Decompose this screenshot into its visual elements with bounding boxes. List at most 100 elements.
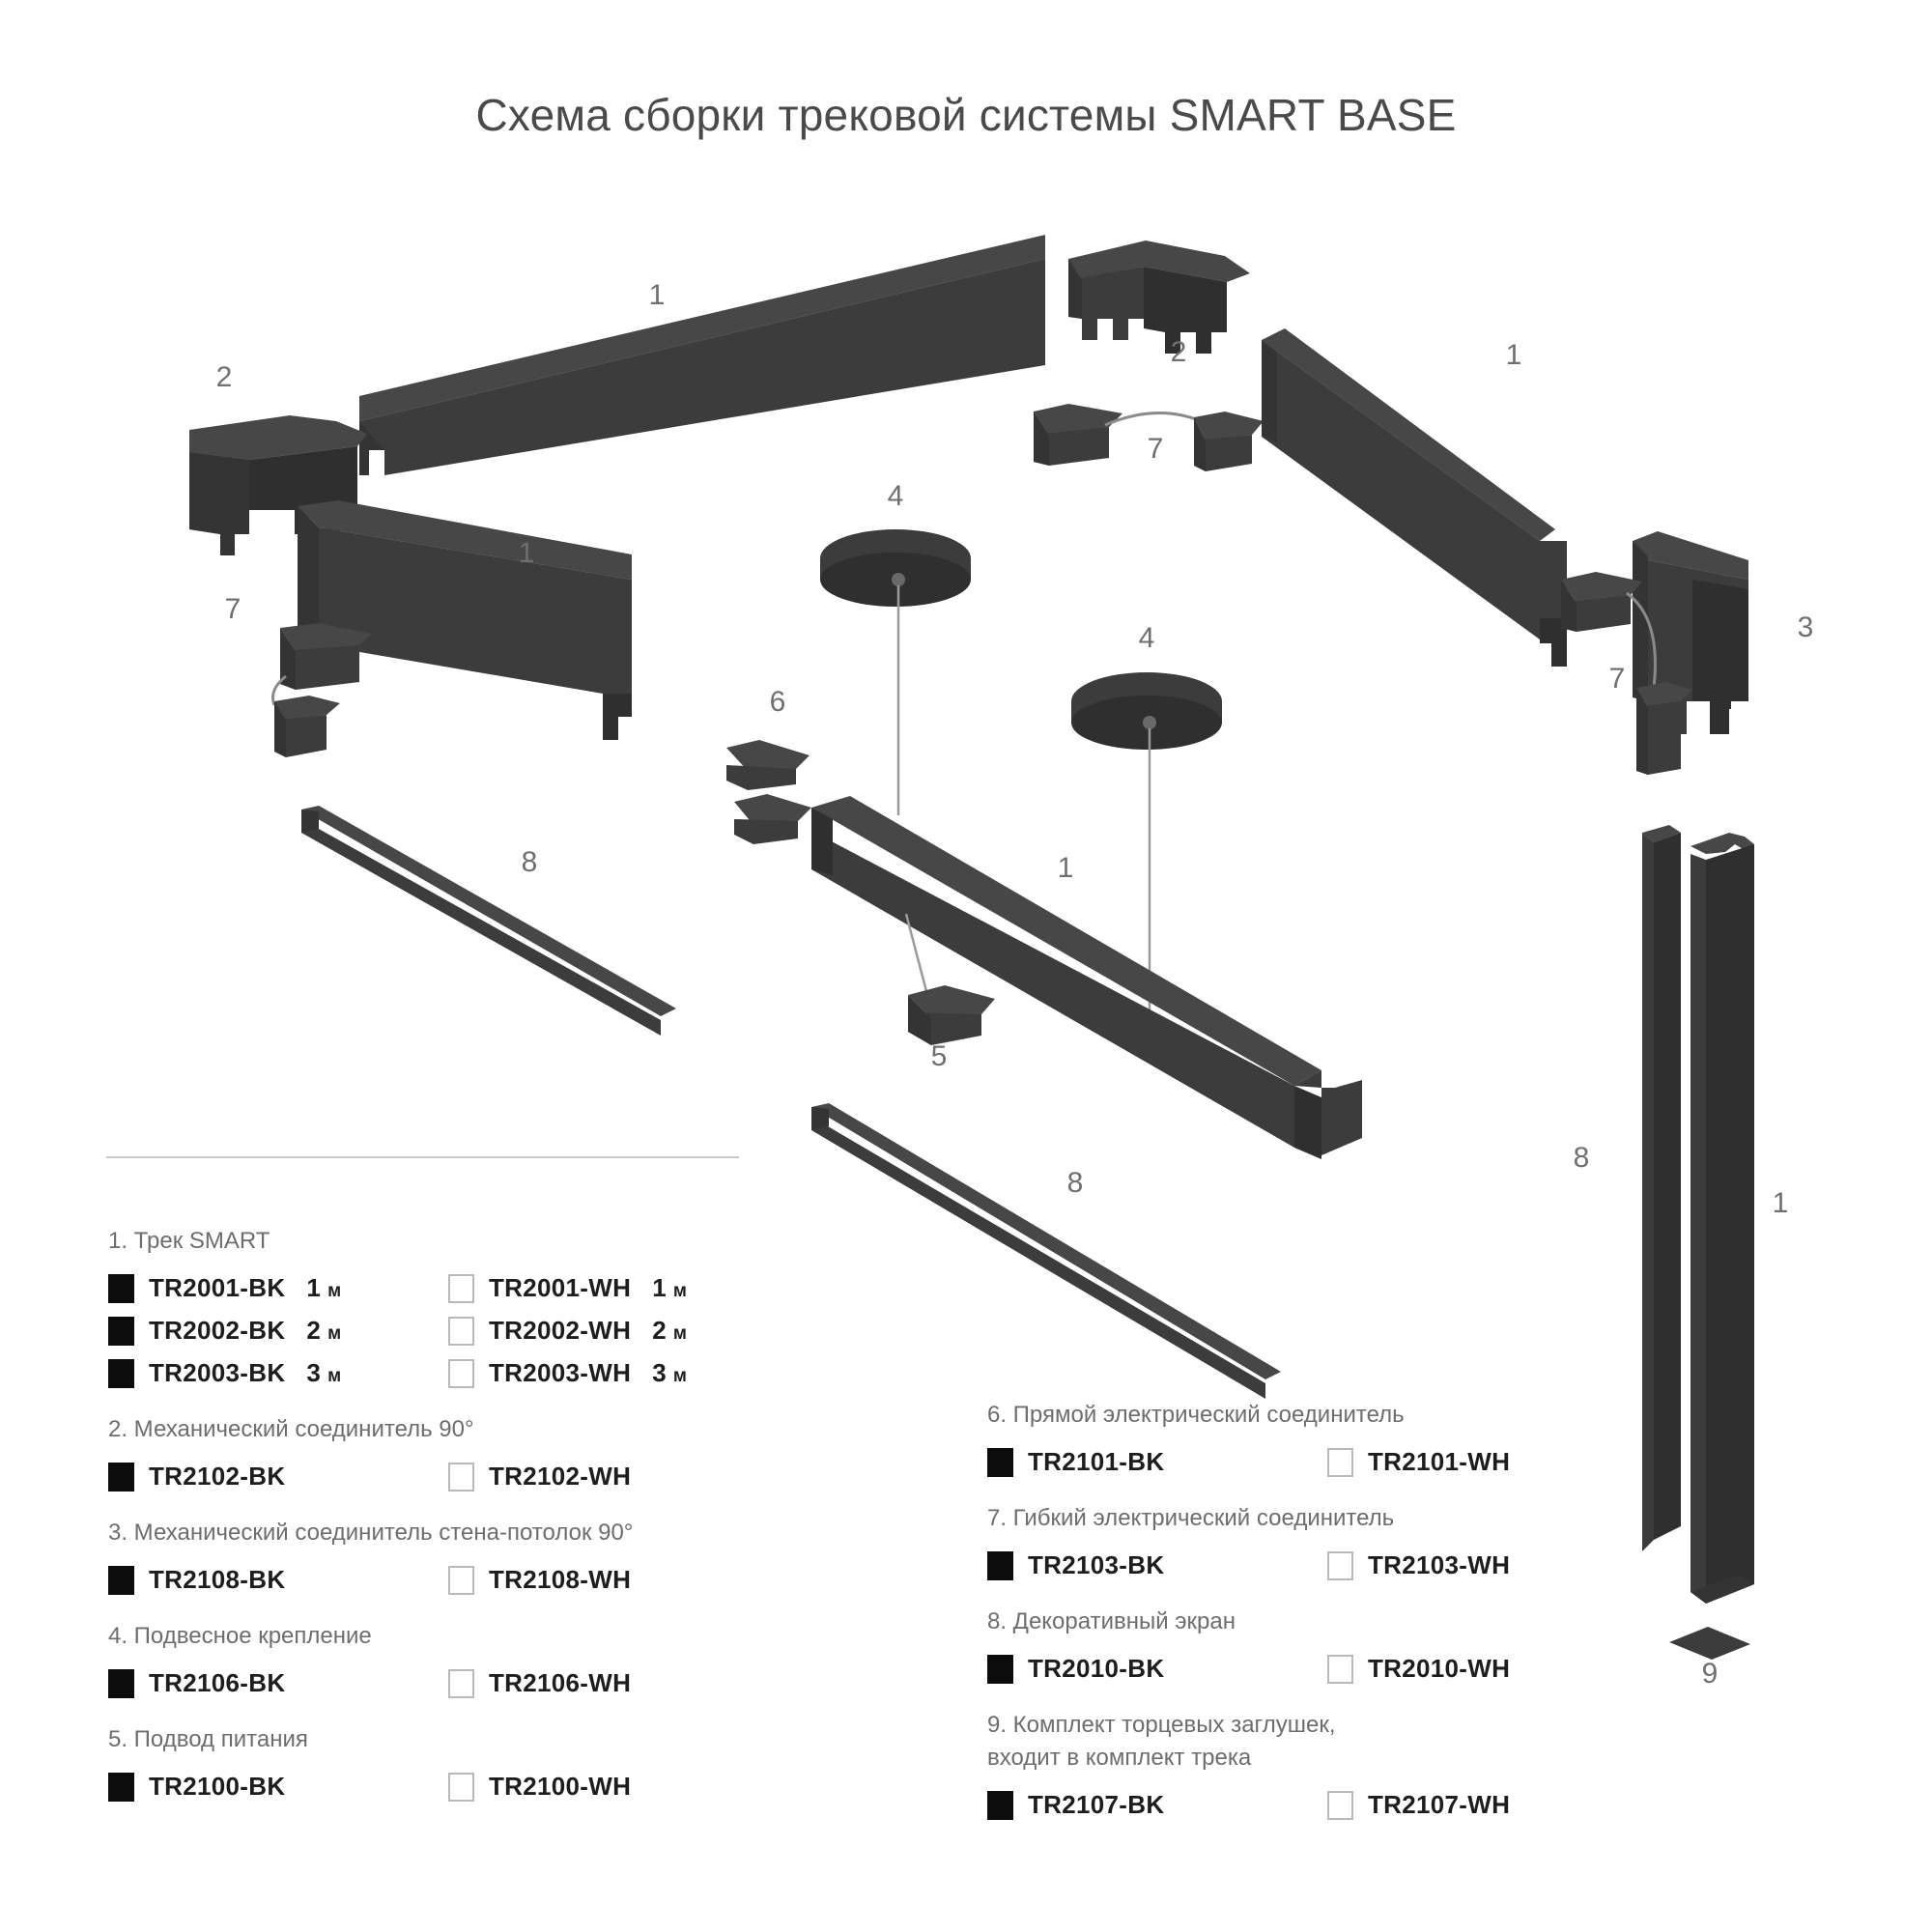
legend-code-black[interactable]: TR2103-BK [987,1550,1327,1580]
track-rail-center [811,796,1362,1159]
legend-row: TR2106-BK TR2106-WH [108,1668,784,1698]
track-rail-vertical-right [1690,833,1754,1604]
legend-group-title: 2. Механический соединитель 90° [108,1416,474,1443]
flexible-connector-top-right [1034,404,1264,471]
legend-group-title: 4. Подвесное крепление [108,1623,372,1650]
callout-16: 8 [1067,1167,1084,1199]
product-code: TR2001-BK [149,1273,286,1303]
legend-code-white[interactable]: TR2002-WH 2 м [448,1316,687,1346]
product-code: TR2102-BK [149,1462,286,1492]
product-length: 3 м [652,1358,687,1388]
legend-group-end-caps: 9. Комплект торцевых заглушек, входит в … [987,1709,1663,1820]
product-code: TR2002-WH [489,1316,632,1346]
legend-row: TR2003-BK 3 м TR2003-WH 3 м [108,1358,784,1388]
straight-electric-connector [726,740,811,844]
legend-row: TR2002-BK 2 м TR2002-WH 2 м [108,1316,784,1346]
product-length: 3 м [306,1358,342,1388]
legend-code-white[interactable]: TR2102-WH [448,1462,631,1492]
legend-column-left: 1. Трек SMART TR2001-BK 1 м TR2001-WH 1 … [108,1225,784,1827]
legend-group-title: 3. Механический соединитель стена-потоло… [108,1520,634,1547]
legend-group-title: 9. Комплект торцевых заглушек, входит в … [987,1712,1336,1772]
legend-code-white[interactable]: TR2107-WH [1327,1790,1510,1820]
callout-11: 4 [1139,622,1155,654]
legend-code-black[interactable]: TR2108-BK [108,1565,448,1595]
track-rail-top-left [359,235,1045,475]
product-length: 2 м [306,1316,342,1346]
callout-9: 7 [1609,663,1626,695]
product-code: TR2106-BK [149,1668,286,1698]
legend-code-black[interactable]: TR2106-BK [108,1668,448,1698]
legend-code-white[interactable]: TR2003-WH 3 м [448,1358,687,1388]
product-code: TR2108-WH [489,1565,632,1595]
color-swatch-black-icon [108,1358,134,1388]
color-swatch-white-icon [448,1668,474,1698]
product-code: TR2100-BK [149,1772,286,1802]
end-cap [1669,1627,1750,1660]
page-title: Схема сборки трековой системы SMART BASE [475,90,1457,140]
callout-13: 1 [1058,852,1074,884]
callout-19: 9 [1702,1658,1719,1690]
legend-code-white[interactable]: TR2010-WH [1327,1654,1510,1684]
legend-group-title: 5. Подвод питания [108,1726,308,1753]
color-swatch-white-icon [448,1565,474,1595]
callout-3: 1 [519,537,535,569]
product-code: TR2003-BK [149,1358,286,1388]
product-code: TR2001-WH [489,1273,632,1303]
callout-2: 2 [216,361,233,393]
legend-group-wall-ceiling-connector: 3. Механический соединитель стена-потоло… [108,1517,784,1595]
product-code: TR2103-BK [1028,1550,1165,1580]
color-swatch-white-icon [448,1273,474,1303]
legend-column-right: 6. Прямой электрический соединитель TR21… [987,1399,1663,1845]
legend-row: TR2001-BK 1 м TR2001-WH 1 м [108,1273,784,1303]
decorative-screen-left [301,806,676,1036]
legend-code-black[interactable]: TR2107-BK [987,1790,1327,1820]
callout-6: 7 [1148,433,1164,465]
callout-15: 8 [522,846,538,878]
legend-code-black[interactable]: TR2003-BK 3 м [108,1358,448,1388]
product-code: TR2003-WH [489,1358,632,1388]
legend-code-black[interactable]: TR2100-BK [108,1772,448,1802]
legend-group-title: 1. Трек SMART [108,1228,270,1254]
decorative-screen-center [811,1103,1281,1399]
callout-12: 6 [770,686,786,718]
product-code: TR2010-BK [1028,1654,1165,1684]
color-swatch-black-icon [108,1316,134,1346]
product-code: TR2002-BK [149,1316,286,1346]
color-swatch-white-icon [1327,1447,1353,1477]
legend-row: TR2107-BK TR2107-WH [987,1790,1663,1820]
legend-row: TR2103-BK TR2103-WH [987,1550,1663,1580]
product-length: 2 м [652,1316,687,1346]
legend-code-black[interactable]: TR2001-BK 1 м [108,1273,448,1303]
product-length: 1 м [306,1273,342,1303]
wall-ceiling-connector [1633,531,1748,734]
track-rail-left [298,500,632,740]
legend-code-white[interactable]: TR2001-WH 1 м [448,1273,687,1303]
legend-divider [106,1156,739,1158]
product-length: 1 м [652,1273,687,1303]
color-swatch-black-icon [108,1565,134,1595]
legend-row: TR2010-BK TR2010-WH [987,1654,1663,1684]
power-feed [904,913,995,1045]
track-rail-top-right [1262,328,1567,667]
product-code: TR2103-WH [1368,1550,1511,1580]
legend-code-black[interactable]: TR2101-BK [987,1447,1327,1477]
callout-7: 1 [1506,339,1522,371]
legend-group-decorative-screen: 8. Декоративный экран TR2010-BK TR2010-W… [987,1605,1663,1684]
callout-4: 7 [225,593,242,625]
legend-code-white[interactable]: TR2106-WH [448,1668,631,1698]
legend-group-straight-electric-connector: 6. Прямой электрический соединитель TR21… [987,1399,1663,1477]
legend-code-white[interactable]: TR2108-WH [448,1565,631,1595]
color-swatch-black-icon [987,1447,1013,1477]
mechanical-connector-90-left [189,415,367,555]
legend-code-white[interactable]: TR2103-WH [1327,1550,1510,1580]
legend-code-black[interactable]: TR2002-BK 2 м [108,1316,448,1346]
callout-5: 2 [1171,336,1187,368]
color-swatch-black-icon [108,1273,134,1303]
legend-code-white[interactable]: TR2100-WH [448,1772,631,1802]
product-code: TR2100-WH [489,1772,632,1802]
pendant-mount-upper [820,529,971,815]
legend-code-black[interactable]: TR2010-BK [987,1654,1327,1684]
legend-code-black[interactable]: TR2102-BK [108,1462,448,1492]
legend-code-white[interactable]: TR2101-WH [1327,1447,1510,1477]
